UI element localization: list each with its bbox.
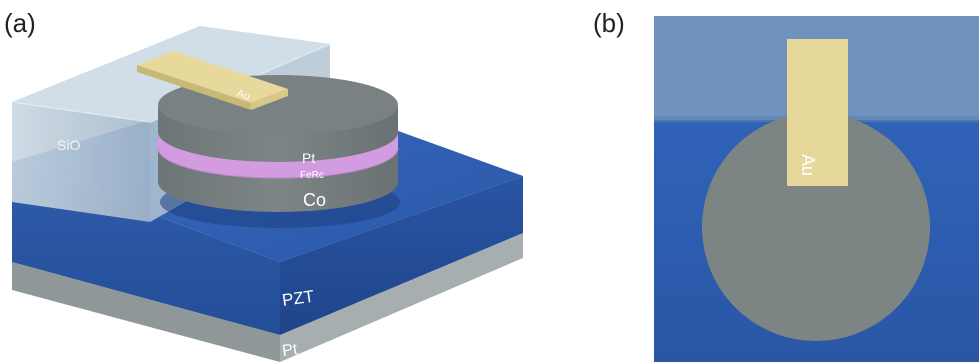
panel-a-diagram: Au SiO Pt FeRc Co PZT Pt <box>11 26 523 362</box>
pzt-side-face <box>280 176 523 335</box>
co-layer <box>158 107 398 212</box>
pt-base-front <box>12 262 280 362</box>
au-electrode <box>137 51 288 110</box>
sio-label: SiO <box>57 137 80 153</box>
au-top-label: Au <box>798 154 818 176</box>
disk-top-view <box>702 113 930 341</box>
panel-b-label: (b) <box>593 8 625 38</box>
pt-base-side <box>280 233 523 362</box>
pzt-label: PZT <box>281 287 315 310</box>
disk-stack <box>157 75 399 212</box>
co-label: Co <box>303 190 326 210</box>
pt-bottom-label: Pt <box>281 341 299 360</box>
au-top-view <box>787 39 848 186</box>
ferh-layer <box>158 132 398 178</box>
panel-a-label: (a) <box>4 8 36 38</box>
pt-top-label: Pt <box>302 150 315 166</box>
panel-b-diagram: Au <box>654 16 979 362</box>
sio-front-face <box>12 102 150 222</box>
au-label: Au <box>235 87 252 103</box>
fe-label: FeRc <box>300 170 324 181</box>
